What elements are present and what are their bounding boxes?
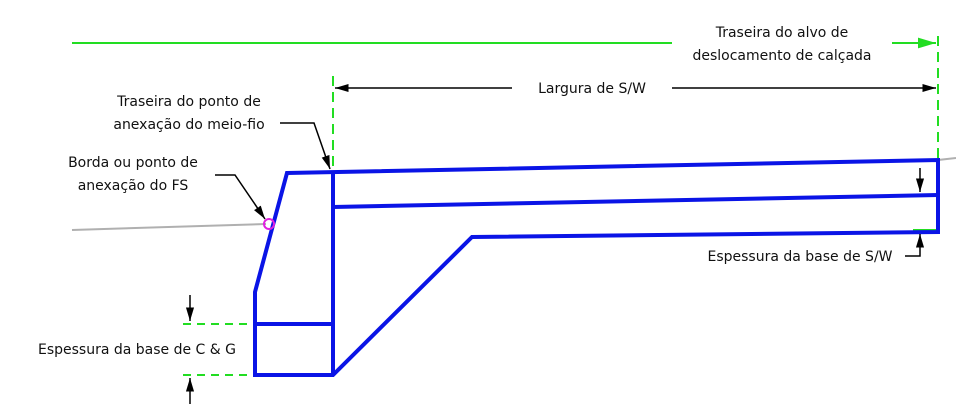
label-rear-target-line1: Traseira do alvo de: [715, 25, 849, 41]
existing-ground-left: [71, 223, 267, 231]
label-edge-fs-line1: Borda ou ponto de: [68, 155, 198, 171]
label-rear-attach-line1: Traseira do ponto de: [116, 94, 261, 110]
label-edge-fs-line2: anexação do FS: [78, 178, 189, 194]
label-cg-base-thickness: Espessura da base de C & G: [38, 342, 236, 358]
green-guides: [72, 36, 939, 376]
attach-point-marker: [263, 218, 275, 230]
label-rear-target-line2: deslocamento de calçada: [692, 48, 871, 64]
existing-ground-right: [937, 157, 956, 161]
dimension-lines: [185, 83, 936, 404]
label-sw-width: Largura de S/W: [538, 81, 646, 97]
label-rear-attach-line2: anexação do meio-fio: [113, 117, 264, 133]
curb-and-sidewalk: [253, 157, 940, 377]
label-sw-base-thickness: Espessura da base de S/W: [707, 249, 892, 265]
